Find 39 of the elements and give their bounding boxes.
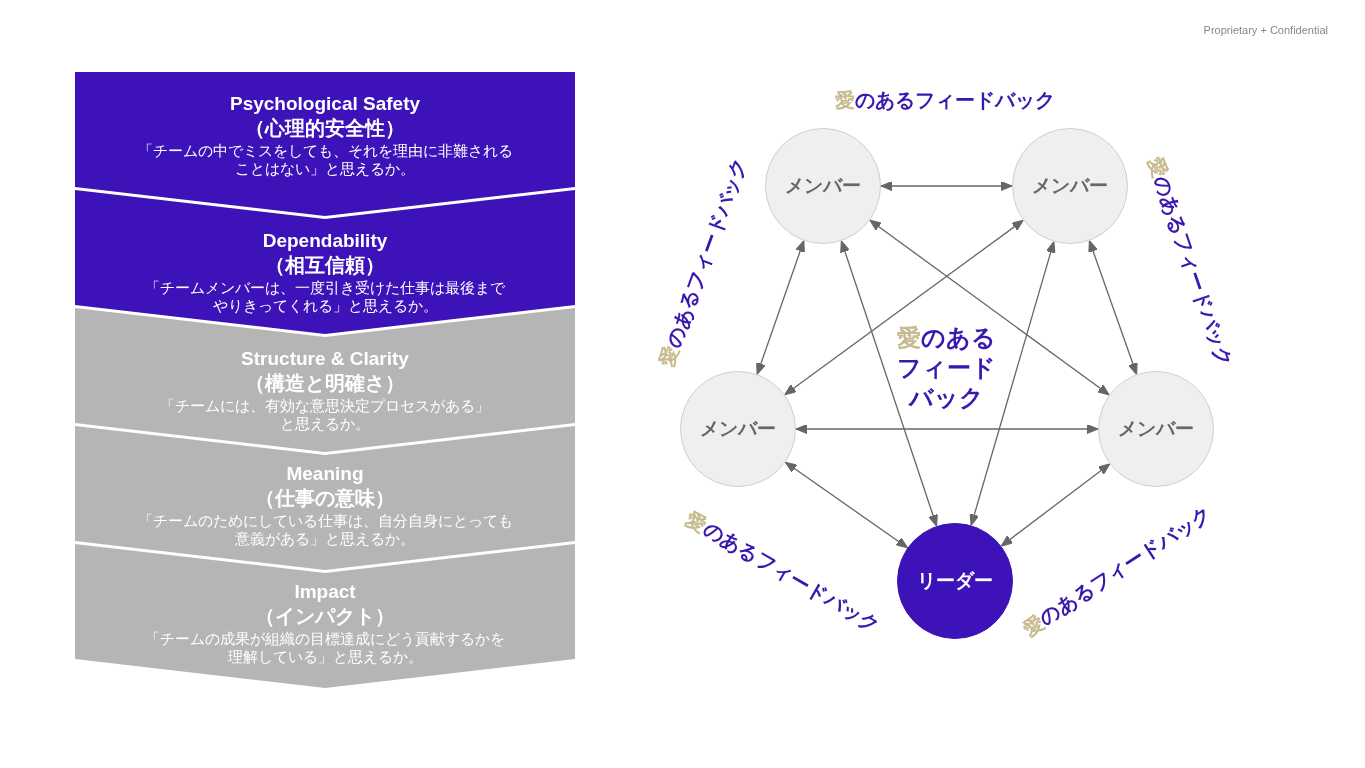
member-label: メンバー <box>700 418 776 440</box>
band-question: 「チームの中でミスをしても、それを理由に非難されることはない」と思えるか。 <box>136 142 514 178</box>
band-subtitle: （相互信頼） <box>265 253 385 277</box>
member-label: メンバー <box>1118 418 1194 440</box>
double-arrow <box>969 241 1056 526</box>
band-question: 「チームメンバーは、一度引き受けた仕事は最後までやりきってくれる」と思えるか。 <box>144 279 506 315</box>
double-arrow <box>840 240 938 527</box>
band-subtitle: （インパクト） <box>255 604 395 628</box>
band-subtitle: （仕事の意味） <box>255 486 395 510</box>
double-arrow <box>784 219 1024 396</box>
double-arrow <box>1088 240 1138 375</box>
double-arrow <box>869 219 1110 396</box>
band-subtitle: （心理的安全性） <box>245 116 405 140</box>
double-arrow <box>880 181 1013 191</box>
band-title: Dependability <box>262 229 388 253</box>
band-title: Structure & Clarity <box>241 347 409 371</box>
confidentiality-note: Proprietary + Confidential <box>1203 23 1328 37</box>
double-arrow <box>756 240 805 375</box>
band-question: 「チームの成果が組織の目標達成にどう貢献するかを理解している」と思えるか。 <box>144 630 506 666</box>
chevron-band <box>75 72 575 216</box>
double-arrow <box>1000 463 1111 547</box>
band-subtitle: （構造と明確さ） <box>245 371 405 395</box>
band-title: Meaning <box>286 462 364 486</box>
chevron-band <box>75 190 575 334</box>
feedback-label: 愛のあるフィードバック <box>1142 154 1238 370</box>
double-arrow <box>795 424 1099 434</box>
double-arrow <box>784 461 909 549</box>
band-question: 「チームには、有効な意思決定プロセスがある」と思えるか。 <box>159 397 491 433</box>
feedback-label: 愛のあるフィードバック <box>654 154 752 370</box>
feedback-label: 愛のあるフィードバック <box>681 506 885 638</box>
member-label: メンバー <box>1032 175 1108 197</box>
band-title: Psychological Safety <box>229 92 421 116</box>
feedback-label: 愛のあるフィードバック <box>1018 501 1216 641</box>
member-label: メンバー <box>785 175 861 197</box>
band-title: Impact <box>294 580 356 604</box>
leader-label: リーダー <box>917 570 993 592</box>
center-title: 愛のあるフィードバック <box>896 323 998 413</box>
feedback-label: 愛のあるフィードバック <box>835 88 1055 112</box>
band-question: 「チームのためにしている仕事は、自分自身にとっても意義がある」と思えるか。 <box>136 512 514 548</box>
